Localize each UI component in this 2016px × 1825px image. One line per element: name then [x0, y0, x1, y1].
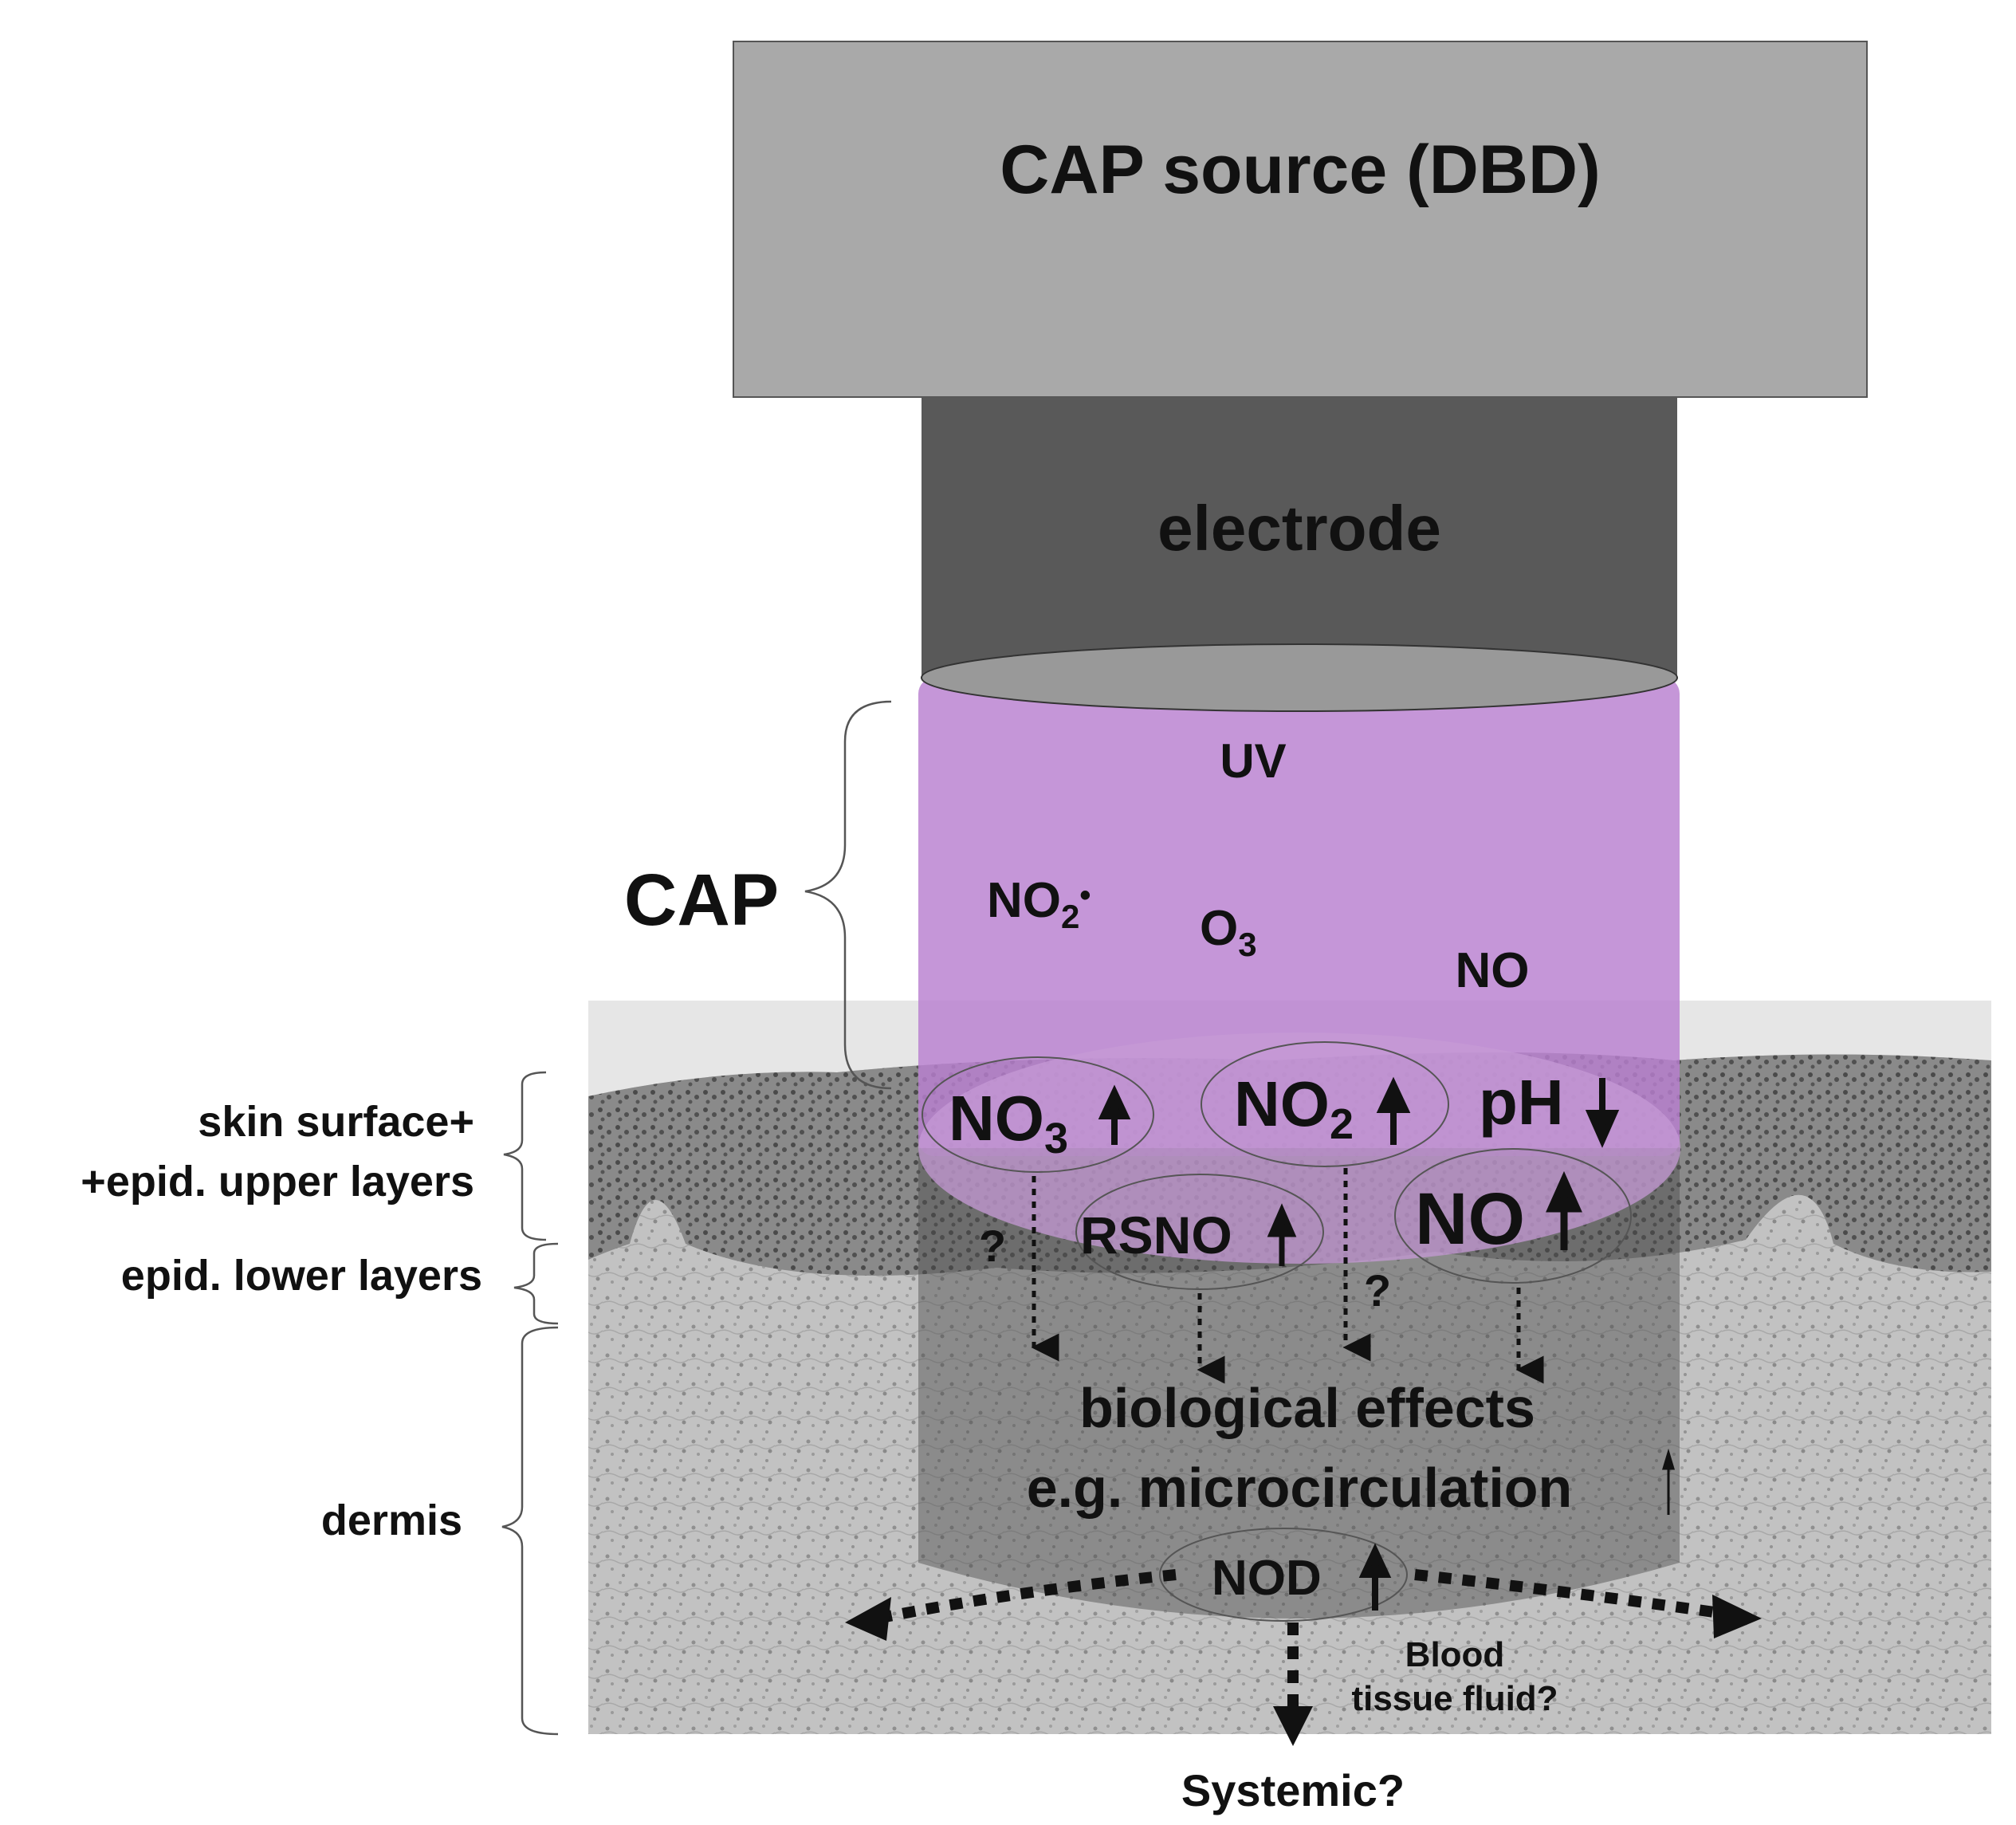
skin-surface-label-line1: skin surface+: [198, 1098, 474, 1146]
treated-tissue-column: [918, 1148, 1680, 1619]
no2-radical-label: NO2•: [987, 873, 1091, 935]
nod-up-arrow: [1358, 1543, 1392, 1611]
question-mark-right: ?: [1364, 1265, 1391, 1316]
no2-up-arrow: [1376, 1076, 1411, 1145]
skin-surface-label-line2: +epid. upper layers: [81, 1158, 474, 1206]
nod-ellipse: [1159, 1528, 1408, 1622]
no2-label: NO2: [1234, 1068, 1354, 1148]
no3-label: NO3: [949, 1083, 1068, 1162]
ph-down-arrow: [1585, 1078, 1620, 1148]
nod-left-arrowhead: [845, 1597, 891, 1641]
epid-lower-bracket: [513, 1242, 559, 1325]
no-up-arrow: [1546, 1170, 1582, 1250]
electrode-label: electrode: [1157, 493, 1441, 564]
nod-label: NOD: [1212, 1551, 1322, 1606]
dermis-bracket: [501, 1326, 559, 1736]
question-mark-left: ?: [979, 1221, 1006, 1271]
o3-label: O3: [1200, 901, 1257, 963]
cap-source-box: [733, 41, 1868, 398]
no-surface-label: NO: [1415, 1178, 1525, 1260]
skin-surface-bracket: [503, 1071, 547, 1241]
no-ellipse: [1394, 1148, 1632, 1284]
effects-line2: e.g. microcirculation: [1027, 1457, 1573, 1519]
nod-right-arrow: [1414, 1569, 1715, 1618]
no3-ellipse: [922, 1056, 1154, 1173]
surface-reaction-zone: [918, 1032, 1680, 1264]
no2-ellipse: [1201, 1041, 1449, 1167]
cap-source-label: CAP source (DBD): [1000, 132, 1600, 208]
microcirculation-up-arrow: [1661, 1448, 1676, 1515]
uv-label: UV: [1220, 734, 1286, 788]
epid-lower-label: epid. lower layers: [121, 1252, 482, 1300]
rsno-up-arrow: [1267, 1203, 1297, 1266]
dermis-label: dermis: [321, 1497, 462, 1544]
nod-left-arrow: [883, 1569, 1177, 1622]
blood-label-line2: tissue fluid?: [1351, 1679, 1558, 1718]
ph-label: pH: [1479, 1067, 1564, 1138]
no-plasma-label: NO: [1456, 943, 1530, 998]
blood-label-line1: Blood: [1405, 1635, 1505, 1674]
electrode-body: [922, 397, 1677, 678]
electrode-bottom-cap: [921, 643, 1678, 712]
plasma-column: [918, 678, 1680, 1156]
no3-up-arrow: [1098, 1084, 1131, 1145]
nod-down-arrowhead: [1273, 1706, 1313, 1746]
rsno-label: RSNO: [1080, 1206, 1232, 1265]
effects-line1: biological effects: [1079, 1377, 1535, 1439]
nod-right-arrowhead: [1712, 1595, 1762, 1638]
cap-brace: [804, 700, 892, 1090]
systemic-label: Systemic?: [1181, 1765, 1405, 1815]
rsno-ellipse: [1075, 1174, 1324, 1290]
cap-label: CAP: [624, 859, 779, 941]
